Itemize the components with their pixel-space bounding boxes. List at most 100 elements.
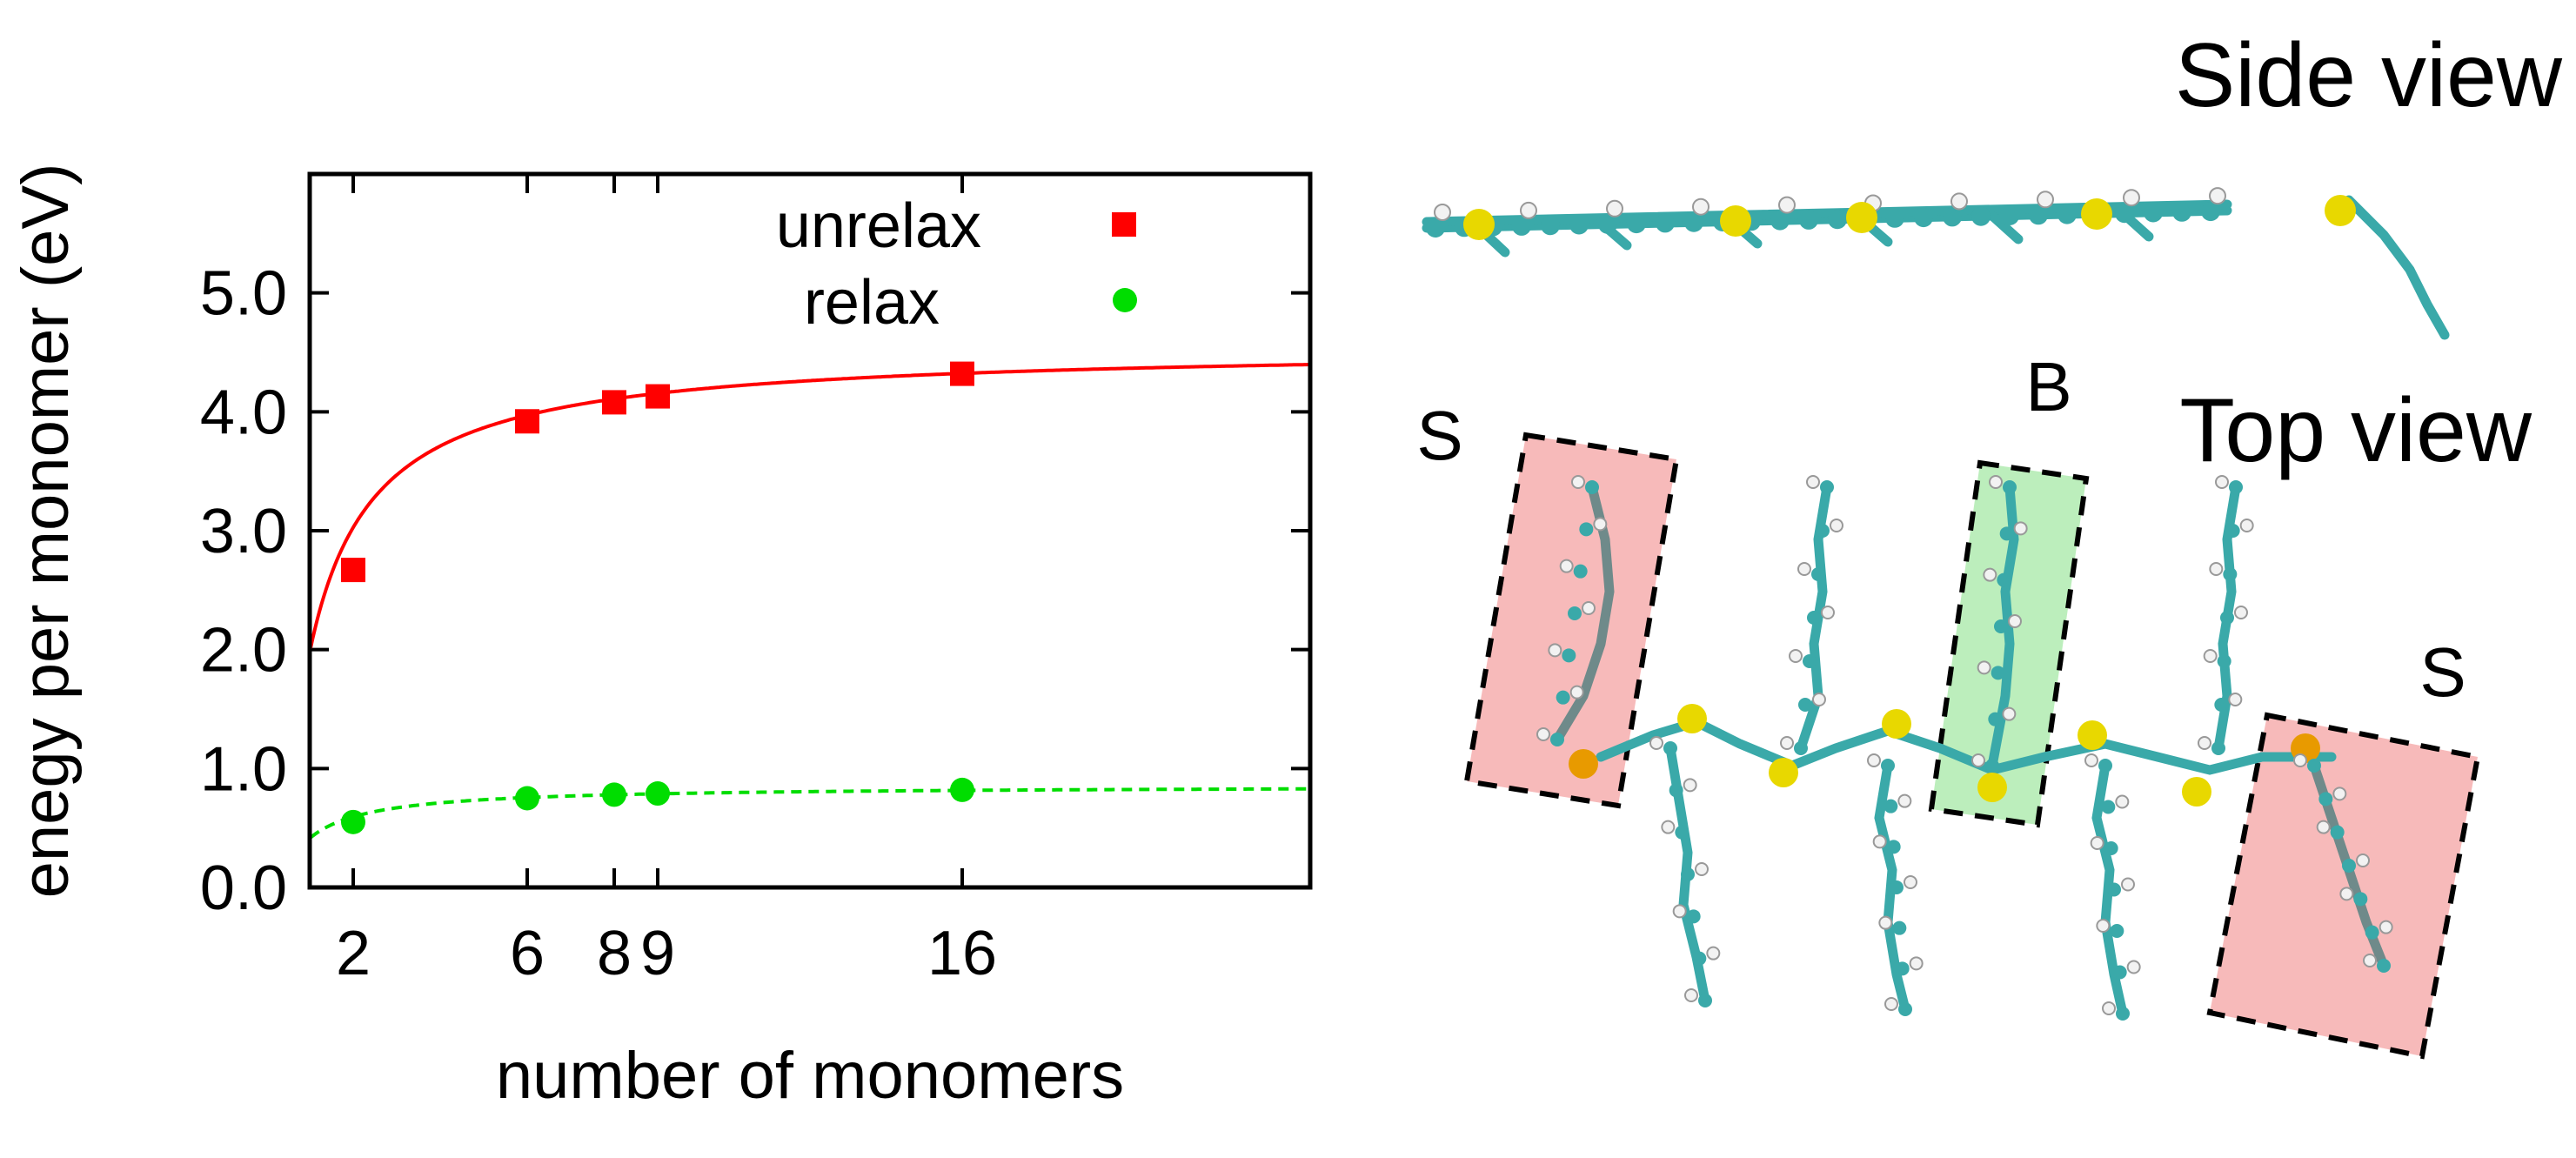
hydrogen-atom <box>2198 736 2211 750</box>
carbon-atom <box>1663 741 1677 755</box>
carbon-atom <box>2029 205 2048 225</box>
data-point-relax <box>646 781 670 807</box>
carbon-atom <box>2307 759 2321 773</box>
hydrogen-atom <box>2209 562 2224 576</box>
legend-marker-relax <box>1113 288 1137 312</box>
hydrogen-atom <box>1878 915 1893 930</box>
hydrogen-atom <box>1812 693 1826 706</box>
carbon-atom <box>2172 202 2191 222</box>
region-label-right: S <box>2419 633 2466 711</box>
hydrogen-atom <box>2002 706 2017 721</box>
legend-label-relax: relax <box>804 268 940 338</box>
carbon-atom <box>1556 690 1570 705</box>
hydrogen-atom <box>2123 189 2140 207</box>
x-axis-title: number of monomers <box>496 1039 1124 1113</box>
carbon-atom <box>1991 666 2005 680</box>
hydrogen-atom <box>1872 834 1887 849</box>
side-view-atoms <box>1426 187 2356 240</box>
fit-curve-relax <box>309 787 1309 840</box>
carbon-atom <box>2225 524 2240 538</box>
carbon-atom <box>1794 741 1808 755</box>
sulfur-atom <box>1769 758 1798 787</box>
carbon-atom <box>1895 961 1910 976</box>
carbon-atom <box>2353 892 2368 907</box>
hydrogen-atom <box>1434 204 1451 221</box>
top-view-atoms <box>1536 475 2393 1021</box>
carbon-atom <box>1627 214 1646 234</box>
carbon-atom <box>1669 783 1683 798</box>
carbon-atom <box>2223 567 2238 581</box>
hydrogen-atom <box>1520 201 1537 219</box>
carbon-atom <box>1997 572 2011 587</box>
hydrogen-atom <box>1649 736 1663 750</box>
side-view-title: Side view <box>2175 25 2563 126</box>
y-tick-label: 1.0 <box>200 734 287 804</box>
y-axis-title: enegy per monomer (eV) <box>9 164 83 899</box>
carbon-atom <box>1828 210 1847 230</box>
carbon-atom <box>2000 206 2019 225</box>
side-region-right <box>2206 712 2481 1060</box>
carbon-atom <box>1562 648 1576 663</box>
carbon-atom <box>2107 882 2121 897</box>
carbon-atom <box>1426 218 1445 238</box>
carbon-atom <box>2101 800 2116 814</box>
carbon-atom <box>2144 203 2163 223</box>
carbon-atom <box>2220 611 2234 625</box>
region-label-middle: B <box>2025 348 2071 425</box>
hydrogen-atom <box>1977 660 1991 675</box>
carbon-atom <box>1994 619 2008 633</box>
hydrogen-atom <box>1692 197 1710 216</box>
hydrogen-atom <box>1780 736 1794 750</box>
carbon-atom <box>2104 841 2118 855</box>
sulfur-atom <box>1677 704 1707 733</box>
carbon-atom <box>1883 799 1898 813</box>
hydrogen-atom <box>1706 946 1721 961</box>
x-tick-label: 2 <box>336 919 371 988</box>
carbon-atom <box>2330 825 2345 840</box>
hydrogen-atom <box>1821 606 1835 619</box>
hydrogen-atom <box>2090 836 2104 850</box>
hydrogen-atom <box>1983 567 1997 582</box>
carbon-atom <box>1971 206 1991 226</box>
hydrogen-atom <box>1909 956 1924 971</box>
carbon-atom <box>1568 606 1582 620</box>
carbon-atom <box>1943 207 1962 227</box>
carbon-atom <box>1798 698 1812 712</box>
hydrogen-atom <box>1897 793 1912 808</box>
hydrogen-atom <box>1672 904 1687 919</box>
hydrogen-atom <box>2332 787 2347 801</box>
carbon-atom <box>1692 951 1707 966</box>
hydrogen-atom <box>2339 887 2354 901</box>
sulfur-atom <box>1720 205 1751 237</box>
hydrogen-atom <box>1559 559 1574 573</box>
sulfur-atom <box>2081 198 2112 230</box>
hydrogen-atom <box>1582 601 1596 615</box>
hydrogen-atom <box>1778 196 1796 214</box>
carbon-atom <box>1541 216 1560 236</box>
carbon-atom <box>1807 611 1821 625</box>
carbon-atom <box>1579 522 1594 537</box>
carbon-atom <box>2365 925 2379 940</box>
hydrogen-atom <box>1830 519 1843 532</box>
side-view-molecule <box>1422 187 2450 340</box>
y-tick-label: 4.0 <box>200 378 287 447</box>
hydrogen-atom <box>1695 862 1709 876</box>
hydrogen-atom <box>2379 920 2393 934</box>
hydrogen-atom <box>1683 778 1697 793</box>
axis-ticks <box>310 174 1310 889</box>
y-tick-label: 0.0 <box>200 853 287 923</box>
hydrogen-atom <box>2356 853 2370 867</box>
hydrogen-atom <box>1797 562 1811 576</box>
hydrogen-atom <box>2084 753 2098 767</box>
carbon-atom <box>1656 213 1675 233</box>
hydrogen-atom <box>1548 643 1562 658</box>
hydrogen-atom <box>1904 875 1917 889</box>
hydrogen-atom <box>2013 521 2028 536</box>
hydrogen-atom <box>2228 693 2243 706</box>
carbon-atom <box>2057 204 2077 224</box>
data-point-unrelax <box>515 409 539 434</box>
hydrogen-atom <box>1989 475 2003 489</box>
